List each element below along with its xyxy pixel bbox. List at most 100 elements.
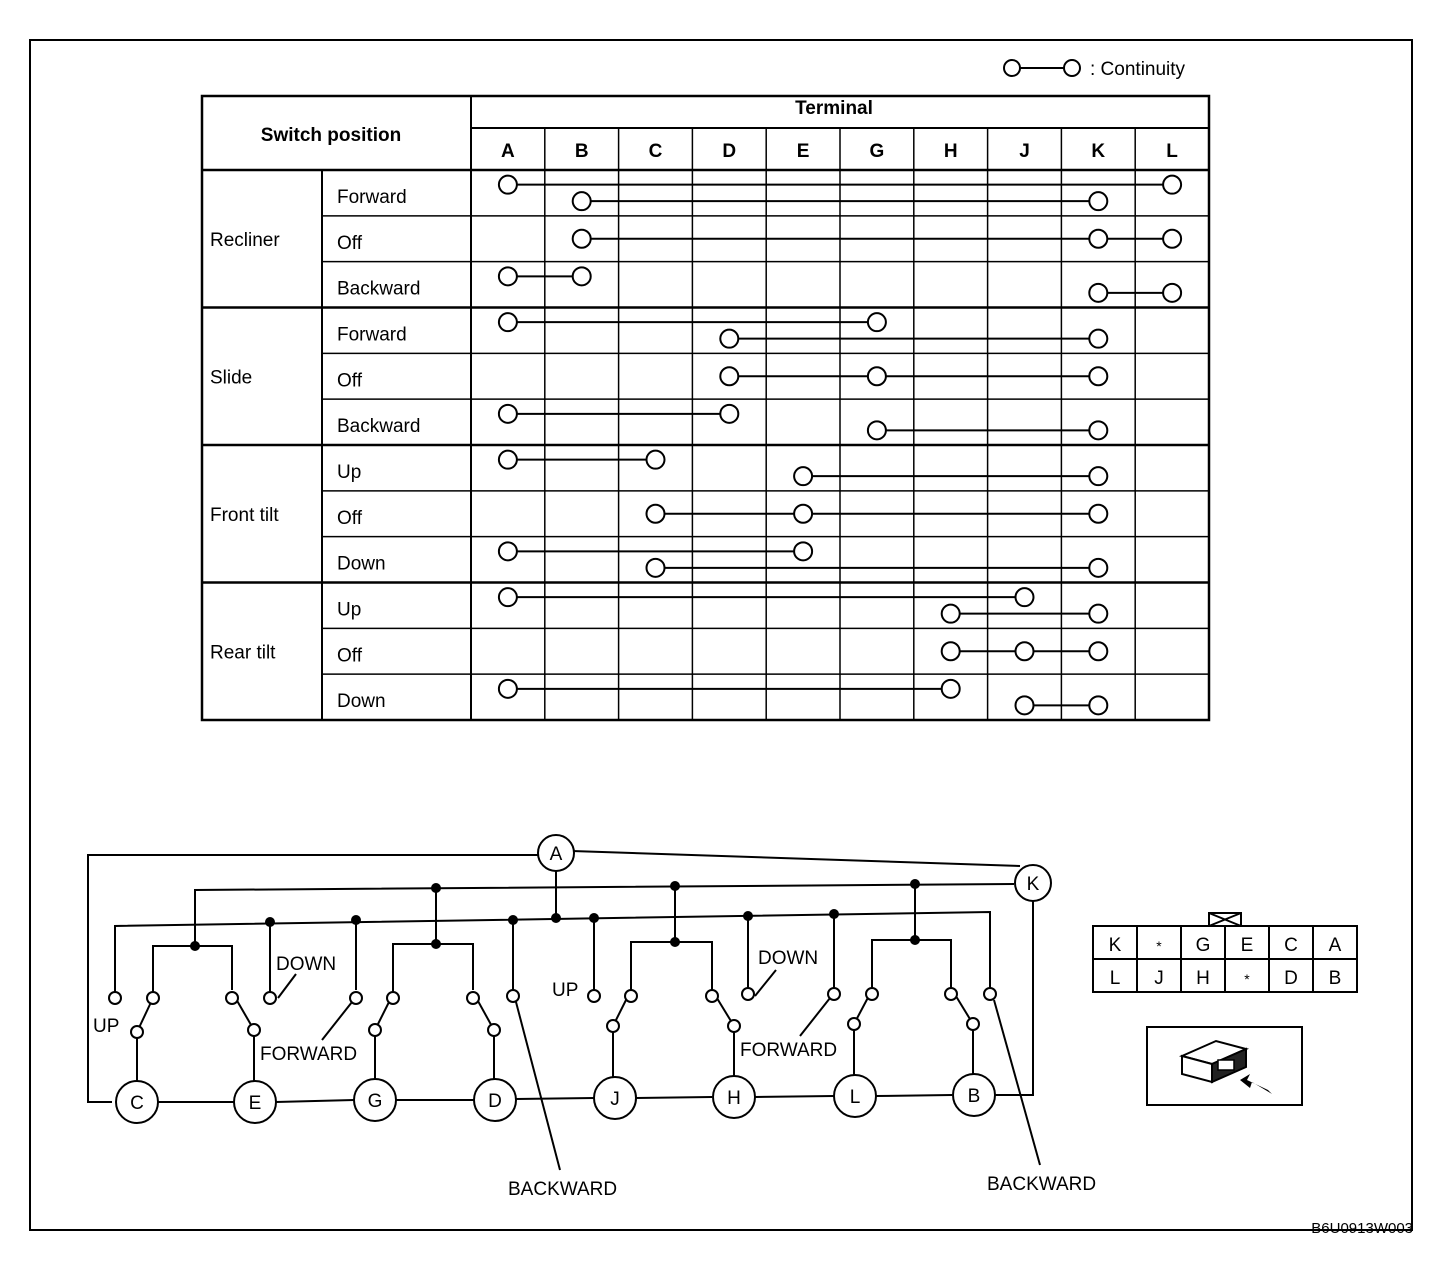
connector-illustration — [1146, 1026, 1303, 1106]
contact — [606, 1019, 620, 1033]
column-header-d: D — [722, 141, 736, 162]
position-label: Off — [337, 370, 363, 391]
connector-pin-label: C — [1284, 935, 1298, 956]
table-rows: ReclinerForwardOffBackwardSlideForwardOf… — [210, 187, 420, 712]
continuity-point-j — [1014, 587, 1035, 608]
terminal-circle — [473, 1078, 517, 1122]
continuity-point-k — [1088, 557, 1109, 578]
continuity-point-a — [497, 587, 518, 608]
terminal-label: A — [550, 844, 563, 865]
switch-position-header: Switch position — [261, 125, 401, 146]
continuity-point-k — [1088, 191, 1109, 212]
column-header-a: A — [501, 141, 515, 162]
continuity-point-k — [1088, 466, 1109, 487]
label-forward-left: FORWARD — [260, 1044, 357, 1065]
continuity-point-d — [719, 366, 740, 387]
connector-body-icon — [1178, 1039, 1250, 1084]
junction — [508, 915, 518, 925]
junction — [910, 935, 920, 945]
position-label: Off — [337, 233, 363, 254]
contact — [108, 991, 122, 1005]
continuity-point-l — [1162, 228, 1183, 249]
leader-down-right — [754, 969, 777, 997]
terminal-c: C — [115, 1080, 159, 1124]
terminal-d: D — [473, 1078, 517, 1122]
contact — [727, 1019, 741, 1033]
connector-latch — [1208, 912, 1242, 927]
continuity-point-g — [866, 420, 887, 441]
continuity-point-c — [645, 449, 666, 470]
position-label: Off — [337, 645, 363, 666]
continuity-point-k — [1088, 328, 1109, 349]
junction — [829, 909, 839, 919]
wire-lb-common — [871, 939, 952, 990]
contact — [368, 1023, 382, 1037]
continuity-point-k — [1088, 282, 1109, 303]
wire-jh-common — [630, 941, 713, 990]
terminal-e: E — [233, 1080, 277, 1124]
schematic-wires — [87, 850, 1046, 1171]
leader-forward-left — [321, 1001, 353, 1041]
continuity-point-h — [940, 641, 961, 662]
junction — [431, 883, 441, 893]
contact — [944, 987, 958, 1001]
terminal-a: A — [537, 834, 575, 872]
leader-forward-right — [799, 997, 831, 1037]
arrow-icon — [1240, 1074, 1272, 1094]
label-forward-right: FORWARD — [740, 1040, 837, 1061]
continuity-point-g — [866, 312, 887, 333]
contact — [487, 1023, 501, 1037]
terminal-circle — [353, 1078, 397, 1122]
wire-outer-right — [995, 883, 1046, 1096]
terminal-label: B — [968, 1086, 981, 1107]
continuity-point-d — [719, 328, 740, 349]
continuity-point-h — [940, 678, 961, 699]
column-header-g: G — [870, 141, 885, 162]
continuity-point-e — [793, 503, 814, 524]
contact — [146, 991, 160, 1005]
leader-down-left — [277, 973, 297, 999]
label-up-left: UP — [93, 1016, 119, 1037]
position-label: Down — [337, 554, 386, 575]
group-label: Slide — [210, 367, 252, 388]
position-label: Backward — [337, 416, 420, 437]
continuity-point-k — [1088, 695, 1109, 716]
contact — [130, 1025, 144, 1039]
terminal-circle — [537, 834, 575, 872]
junction — [670, 881, 680, 891]
terminal-j: J — [593, 1076, 637, 1120]
figure-frame — [29, 39, 1413, 1231]
connector-pin-label: A — [1329, 935, 1342, 956]
continuity-point-c — [645, 503, 666, 524]
label-backward-right: BACKWARD — [987, 1174, 1096, 1195]
wire-gd-common — [392, 943, 474, 994]
terminal-label: D — [488, 1091, 502, 1112]
junction — [265, 917, 275, 927]
connector-pin-label: D — [1284, 968, 1298, 989]
chain-hl — [754, 1095, 835, 1098]
terminal-label: C — [130, 1093, 144, 1114]
terminal-header: Terminal — [795, 98, 873, 119]
column-header-e: E — [797, 141, 810, 162]
group-label: Front tilt — [210, 505, 279, 526]
contact — [624, 989, 638, 1003]
continuity-point-b — [571, 191, 592, 212]
position-label: Forward — [337, 187, 407, 208]
terminal-label: E — [249, 1093, 262, 1114]
wire-ce-common — [152, 945, 233, 998]
legend-circle-right — [1063, 59, 1081, 77]
continuity-point-e — [793, 466, 814, 487]
wire-a-k — [571, 850, 1021, 867]
continuity-point-g — [866, 366, 887, 387]
connector-pin-label: * — [1156, 938, 1162, 954]
continuity-legend: : Continuity — [1003, 59, 1186, 80]
connector-pin-label: L — [1110, 968, 1121, 989]
terminal-l: L — [833, 1074, 877, 1118]
position-label: Forward — [337, 325, 407, 346]
column-header-l: L — [1166, 141, 1178, 162]
legend-circle-left — [1003, 59, 1021, 77]
terminal-circle — [593, 1076, 637, 1120]
